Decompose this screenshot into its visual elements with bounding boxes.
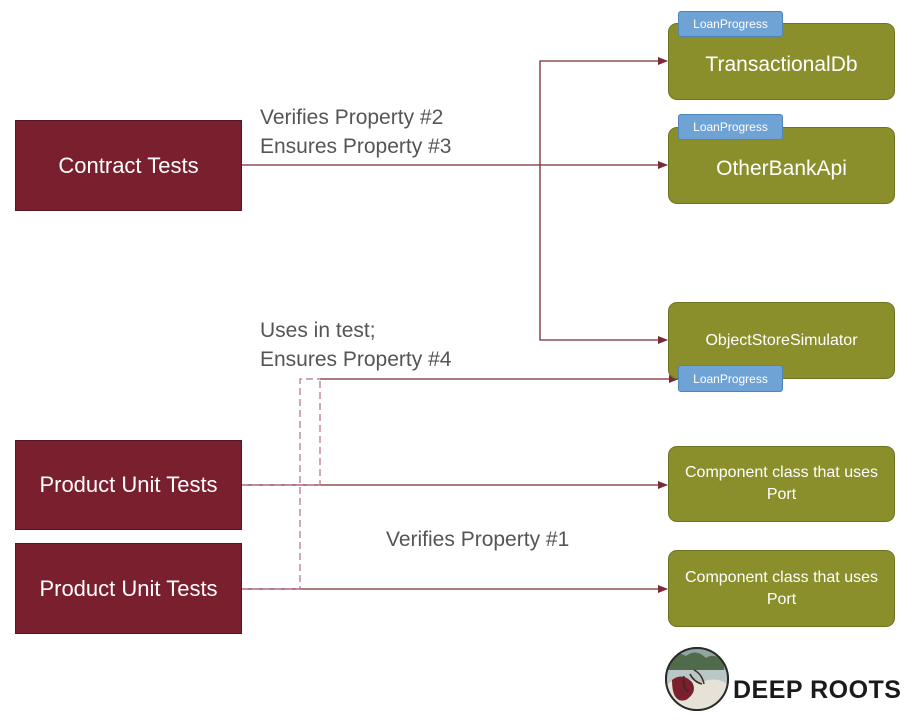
uses-in-test-label: Uses in test; (260, 319, 376, 342)
deep-roots-logo-text: DEEP ROOTS (733, 676, 902, 704)
connector-dashed-unit2 (241, 378, 320, 590)
loanprogress-tag-3: LoanProgress (678, 365, 783, 392)
component-label-1: Component class that uses Port (685, 464, 878, 503)
objectstoresimulator-label: ObjectStoreSimulator (705, 331, 858, 349)
product-unit-tests-box-1[interactable]: Product Unit Tests (15, 440, 242, 530)
loanprogress-tag-2-label: LoanProgress (693, 120, 768, 134)
product-unit-tests-box-2[interactable]: Product Unit Tests (15, 543, 242, 634)
product-unit-tests-label-1: Product Unit Tests (39, 472, 218, 497)
loanprogress-tag-3-label: LoanProgress (693, 371, 768, 386)
loanprogress-tag-1-label: LoanProgress (693, 17, 768, 31)
component-box-1[interactable]: Component class that uses Port (668, 446, 895, 522)
otherbankapi-label: OtherBankApi (716, 156, 847, 180)
contract-tests-label: Contract Tests (58, 152, 199, 178)
connector-contract-to-transactionaldb (241, 57, 668, 166)
component-box-2[interactable]: Component class that uses Port (668, 550, 895, 627)
loanprogress-tag-2: LoanProgress (678, 114, 783, 140)
contract-tests-box[interactable]: Contract Tests (15, 120, 242, 211)
loanprogress-tag-1: LoanProgress (678, 11, 783, 37)
verifies-property-2-label: Verifies Property #2 (260, 106, 444, 129)
product-unit-tests-label-2: Product Unit Tests (39, 575, 218, 601)
deep-roots-logo-icon (665, 647, 729, 711)
connector-contract-to-objectstore (539, 165, 668, 344)
verifies-property-1-label: Verifies Property #1 (386, 528, 570, 551)
component-label-2: Component class that uses Port (685, 568, 878, 608)
ensures-property-4-label: Ensures Property #4 (260, 348, 452, 371)
transactionaldb-label: TransactionalDb (705, 52, 858, 76)
ensures-property-3-label: Ensures Property #3 (260, 135, 452, 158)
connector-dashed-unit1 (241, 379, 321, 486)
